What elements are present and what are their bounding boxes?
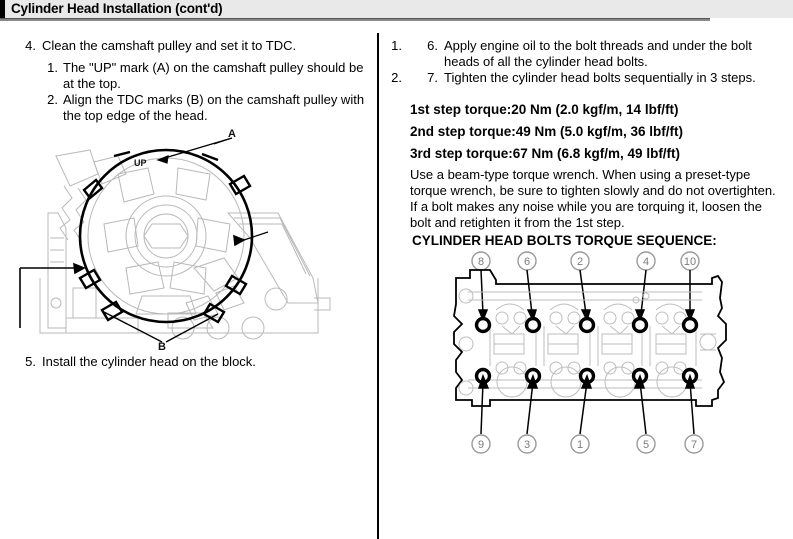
camshaft-pulley-tdc-diagram: UP [18,128,348,353]
callout-bottom-3: 1 [577,439,583,451]
figure-callout-a: A [228,128,236,140]
header-rule-top-edge [0,18,710,19]
callout-top-3: 2 [577,256,583,268]
callout-top-1: 8 [478,256,484,268]
header-rule [0,18,710,21]
step-4-text: Clean the camshaft pulley and set it to … [42,38,297,53]
torque-spec-3rd-step: 3rd step torque:67 Nm (6.8 kgf/m, 49 lbf… [410,146,681,161]
step-7-text: Tighten the cylinder head bolts sequenti… [444,70,756,85]
bolt-holes-top [474,316,699,334]
column-divider [377,33,379,539]
step-4-2-number: 2. [47,92,58,107]
page-header [0,0,793,18]
callout-bottom-2: 3 [524,439,530,451]
up-mark-text: UP [134,158,147,168]
figure-callout-b: B [158,341,166,353]
torque-spec-1st-step: 1st step torque:20 Nm (2.0 kgf/m, 14 lbf… [410,102,679,117]
torque-wrench-note: Use a beam-type torque wrench. When usin… [410,167,776,230]
step-4-2-text: Align the TDC marks (B) on the camshaft … [63,92,365,123]
callout-top-5: 10 [684,256,696,268]
head-outline [453,269,727,407]
callout-top-4: 4 [643,256,649,268]
callout-top-2: 6 [524,256,530,268]
step-6-number: 6. [427,38,438,53]
cylinder-head-bolt-torque-sequence-diagram: 8 6 2 4 10 [450,248,735,463]
step-5-number: 5. [25,354,36,369]
torque-sequence-heading: CYLINDER HEAD BOLTS TORQUE SEQUENCE: [412,233,717,248]
step-4-1-text: The "UP" mark (A) on the camshaft pulley… [63,60,364,91]
callout-bottom-5: 7 [691,439,697,451]
callout-bottom-1: 9 [478,439,484,451]
step-7-number: 7. [427,70,438,85]
torque-spec-2nd-step: 2nd step torque:49 Nm (5.0 kgf/m, 36 lbf… [410,124,684,139]
step-6-text: Apply engine oil to the bolt threads and… [444,38,752,69]
header-left-accent-bar [0,0,5,18]
step-4-number: 4. [25,38,36,53]
callout-bottom-4: 5 [643,439,649,451]
orphan-marker-2: 2. [391,70,402,85]
step-4-1-number: 1. [47,60,58,75]
step-5-text: Install the cylinder head on the block. [42,354,256,369]
orphan-marker-1: 1. [391,38,402,53]
page-title: Cylinder Head Installation (cont'd) [11,1,223,16]
